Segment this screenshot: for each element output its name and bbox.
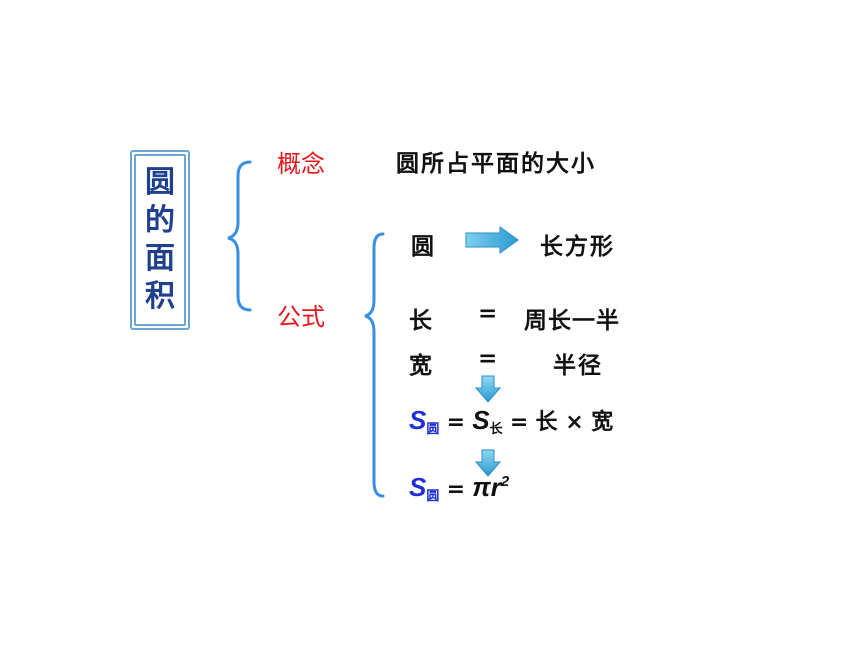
width-label: 宽 (409, 353, 432, 379)
area-circle-formula: S圆 = πr2 (409, 472, 509, 504)
area-rect-rhs: 长 × 宽 (535, 410, 614, 435)
formula-label: 公式 (277, 303, 325, 331)
length-label: 长 (409, 308, 432, 334)
right-arrow-icon (465, 226, 519, 254)
transform-to: 长方形 (540, 234, 615, 260)
title-box: 圆 的 面 积 (130, 150, 190, 330)
radius-exponent: 2 (500, 473, 510, 490)
area-rect-eq2: = (509, 410, 529, 435)
area-rect-formula: S圆 = S长 = 长 × 宽 (409, 404, 613, 437)
area-subscript-rect: 长 (489, 422, 503, 437)
length-equals: = (478, 301, 498, 327)
transform-from: 圆 (411, 234, 434, 260)
length-value: 周长一半 (524, 308, 620, 334)
title-inner-frame: 圆 的 面 积 (134, 154, 186, 326)
title-char-1: 圆 (145, 165, 175, 200)
concept-label: 概念 (277, 150, 325, 178)
title-char-3: 面 (145, 241, 175, 276)
down-arrow-icon-1 (474, 375, 502, 403)
formula-brace (364, 232, 385, 498)
area-symbol-circle: S (409, 405, 427, 435)
area-symbol-rect: S (472, 405, 490, 435)
width-value: 半径 (553, 353, 603, 379)
title-char-4: 积 (145, 279, 175, 314)
title-char-2: 的 (145, 203, 175, 238)
main-brace (227, 160, 252, 312)
area-subscript-circle: 圆 (426, 422, 440, 437)
pi-symbol: π (472, 472, 491, 502)
width-equals: = (478, 346, 498, 372)
circle-area-subscript: 圆 (426, 489, 440, 504)
down-arrow-icon-2 (474, 449, 502, 477)
radius-symbol: r (490, 472, 501, 502)
circle-area-eq: = (446, 477, 466, 502)
area-rect-eq1: = (446, 410, 466, 435)
circle-area-symbol: S (409, 472, 427, 502)
concept-text: 圆所占平面的大小 (396, 151, 596, 177)
